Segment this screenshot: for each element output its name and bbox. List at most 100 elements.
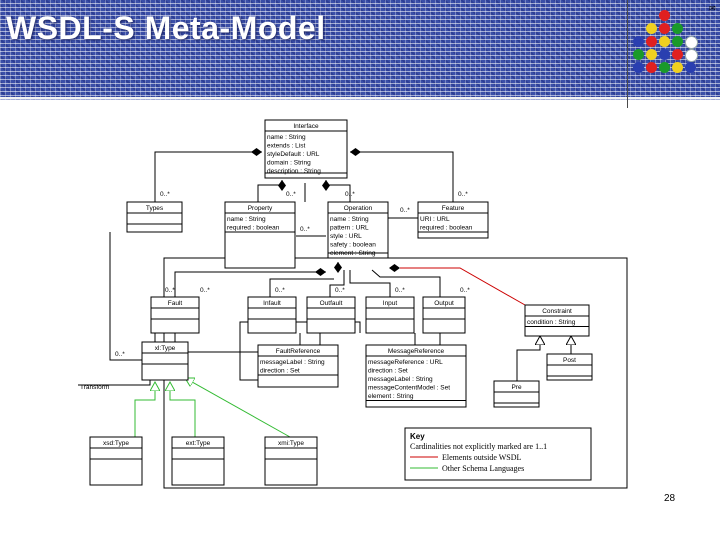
key-line-outside: Elements outside WSDL <box>442 453 522 462</box>
decorative-dot <box>646 36 657 47</box>
class-attr-operation: safety : boolean <box>330 242 376 249</box>
mult-property: 0..* <box>286 191 296 198</box>
class-name-operation: Operation <box>344 205 373 212</box>
decorative-dot <box>685 36 698 49</box>
mult-input: 0..* <box>395 287 405 294</box>
mult-outfault: 0..* <box>335 287 345 294</box>
mult-xltype: 0..* <box>115 351 125 358</box>
key-line-schema: Other Schema Languages <box>442 464 524 473</box>
class-box-constraint: Constraint condition : String <box>524 304 590 337</box>
class-name-xmitype: xmi:Type <box>278 440 304 447</box>
decorative-dot <box>685 49 698 62</box>
header-divider <box>0 97 720 99</box>
mult-operation: 0..* <box>345 191 355 198</box>
decorative-dot <box>659 49 670 60</box>
class-box-pre: Pre <box>493 380 540 408</box>
mult-fault-a: 0..* <box>165 287 175 294</box>
class-attr-feature: required : boolean <box>420 225 473 232</box>
class-name-types: Types <box>146 205 164 212</box>
class-box-xmitype: xmi:Type <box>264 436 318 486</box>
class-attr-interface: domain : String <box>267 160 311 167</box>
mult-types: 0..* <box>160 191 170 198</box>
class-box-exttype: ext:Type <box>171 436 225 486</box>
class-name-post: Post <box>563 357 576 364</box>
slide-title: WSDL-S Meta-Model <box>6 10 326 46</box>
decorative-dot <box>633 62 644 73</box>
logo-icon: ✉ <box>709 4 716 13</box>
class-attr-property: required : boolean <box>227 225 280 232</box>
class-name-xsdtype: xsd:Type <box>103 440 129 447</box>
mult-feature: 0..* <box>458 191 468 198</box>
transform-label: Transform <box>80 384 109 391</box>
decorative-dot <box>646 49 657 60</box>
class-attr-faultref: messageLabel : String <box>260 359 325 366</box>
decorative-dots <box>630 0 720 95</box>
class-name-feature: Feature <box>442 205 465 212</box>
class-attr-operation: name : String <box>330 216 369 223</box>
class-attr-operation: pattern : URL <box>330 225 369 232</box>
key-heading: Key <box>410 432 425 441</box>
constraint-relation <box>389 264 526 306</box>
mult-output: 0..* <box>460 287 470 294</box>
page-number: 28 <box>664 493 676 504</box>
class-box-post: Post <box>546 353 593 381</box>
class-attr-msgref: messageContentModel : Set <box>368 385 450 392</box>
class-box-types: Types <box>126 201 183 233</box>
class-box-infault: Infault <box>247 296 297 334</box>
key-legend: Key Cardinalities not explicitly marked … <box>404 427 592 481</box>
decorative-dot <box>633 49 644 60</box>
class-box-property: Property name : String required : boolean <box>224 201 296 269</box>
decorative-dot <box>633 36 644 47</box>
class-attr-interface: extends : List <box>267 143 305 150</box>
mult-fault-b: 0..* <box>200 287 210 294</box>
class-attr-feature: URI : URL <box>420 216 450 223</box>
class-box-xsdtype: xsd:Type <box>89 436 143 486</box>
class-name-faultref: FaultReference <box>276 348 321 355</box>
decorative-dot <box>659 62 670 73</box>
class-box-xltype: xl:Type <box>141 341 189 381</box>
class-attr-constraint: condition : String <box>527 319 576 326</box>
class-name-xltype: xl:Type <box>155 345 176 352</box>
class-name-constraint: Constraint <box>542 308 572 315</box>
class-attr-property: name : String <box>227 216 266 223</box>
class-name-input: Input <box>383 300 398 307</box>
decorative-dot <box>672 36 683 47</box>
class-box-faultref: FaultReference messageLabel : String direc… <box>257 344 339 388</box>
decorative-dot <box>672 23 683 34</box>
decorative-dot <box>646 62 657 73</box>
mult-property-op: 0..* <box>300 226 310 233</box>
class-attr-msgref: direction : Set <box>368 368 408 375</box>
class-attr-msgref: element : String <box>368 393 414 400</box>
schema-generalizations <box>134 378 291 438</box>
class-box-fault: Fault <box>150 296 200 334</box>
header-vertical-divider <box>627 0 628 108</box>
decorative-dot <box>659 23 670 34</box>
class-name-property: Property <box>248 205 273 212</box>
class-box-outfault: Outfault <box>306 296 356 334</box>
class-attr-msgref: messageLabel : String <box>368 376 433 383</box>
class-attr-interface: styleDefault : URL <box>267 151 320 158</box>
header-banner: WSDL-S Meta-Model ✉ <box>0 0 720 100</box>
class-name-fault: Fault <box>168 300 183 307</box>
class-name-pre: Pre <box>511 384 522 391</box>
decorative-dot <box>646 23 657 34</box>
class-box-input: Input <box>365 296 415 334</box>
mult-feature-op: 0..* <box>400 207 410 214</box>
class-box-operation: Operation name : String pattern : URLstyle… <box>327 201 389 259</box>
class-attr-operation: style : URL <box>330 233 362 240</box>
package-frame <box>163 257 628 489</box>
class-name-outfault: Outfault <box>320 300 343 307</box>
class-attr-msgref: messageReference : URL <box>368 359 443 366</box>
relations <box>78 148 571 386</box>
class-name-infault: Infault <box>263 300 281 307</box>
class-attr-faultref: direction : Set <box>260 368 300 375</box>
class-attr-interface: description : String <box>267 168 321 175</box>
decorative-dot <box>672 62 683 73</box>
mult-infault: 0..* <box>275 287 285 294</box>
class-name-exttype: ext:Type <box>186 440 211 447</box>
